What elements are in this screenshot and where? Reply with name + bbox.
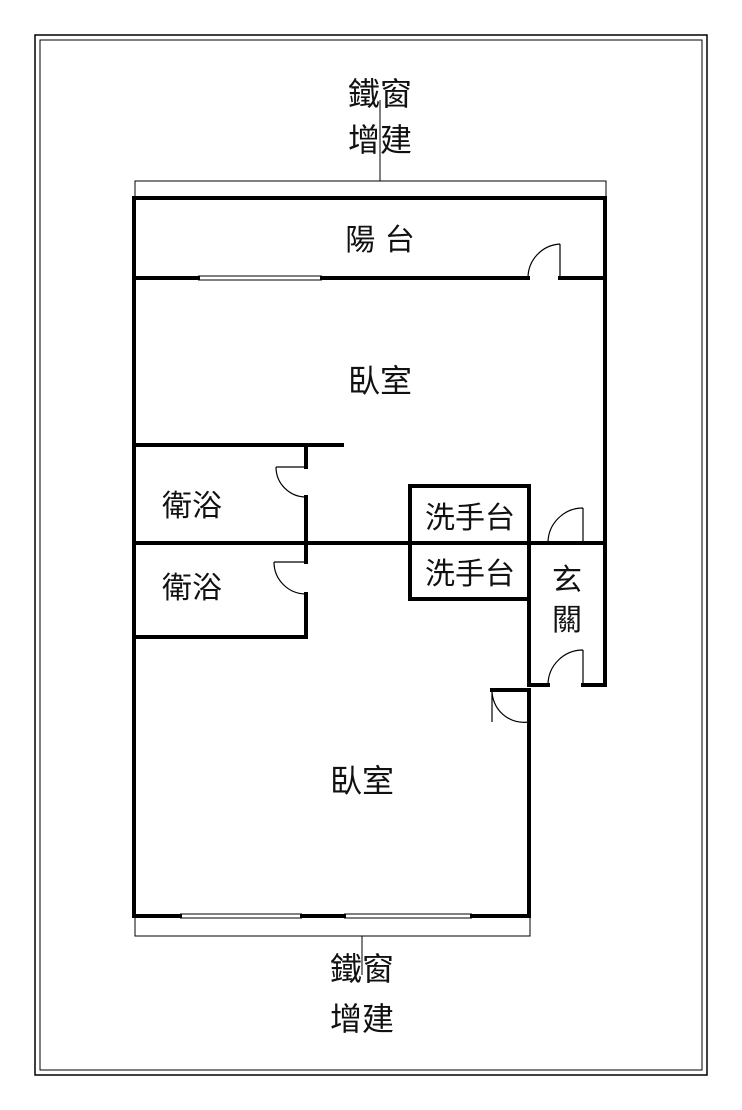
outer-frame xyxy=(34,34,708,1076)
room-label-balcony: 陽 台 xyxy=(345,223,415,258)
bottom-annotation-line1: 鐵窗 xyxy=(330,950,394,988)
top-annotation-line2: 增建 xyxy=(348,121,412,159)
top-extension xyxy=(134,100,607,198)
room-label-entry-line2: 關 xyxy=(552,603,582,638)
top-annotation-line1: 鐵窗 xyxy=(348,75,412,113)
doors xyxy=(273,243,584,723)
room-label-entry-line1: 玄 xyxy=(552,563,582,598)
room-label-bath-lower: 衛浴 xyxy=(162,571,222,606)
room-label-sink-upper: 洗手台 xyxy=(425,501,515,536)
room-label-bath-upper: 衛浴 xyxy=(162,489,222,524)
bottom-annotation-line2: 增建 xyxy=(330,1000,394,1038)
room-label-bedroom-lower: 臥室 xyxy=(330,762,394,800)
bottom-extension xyxy=(134,916,531,975)
room-label-sink-lower: 洗手台 xyxy=(425,557,515,592)
labels: 鐵窗 增建 陽 台 臥室 衛浴 衛浴 洗手台 洗手台 玄 關 臥室 鐵窗 增建 xyxy=(162,75,582,1038)
walls xyxy=(132,196,607,918)
inner-frame xyxy=(39,39,703,1071)
windows xyxy=(180,275,472,919)
room-label-bedroom-upper: 臥室 xyxy=(348,362,412,400)
